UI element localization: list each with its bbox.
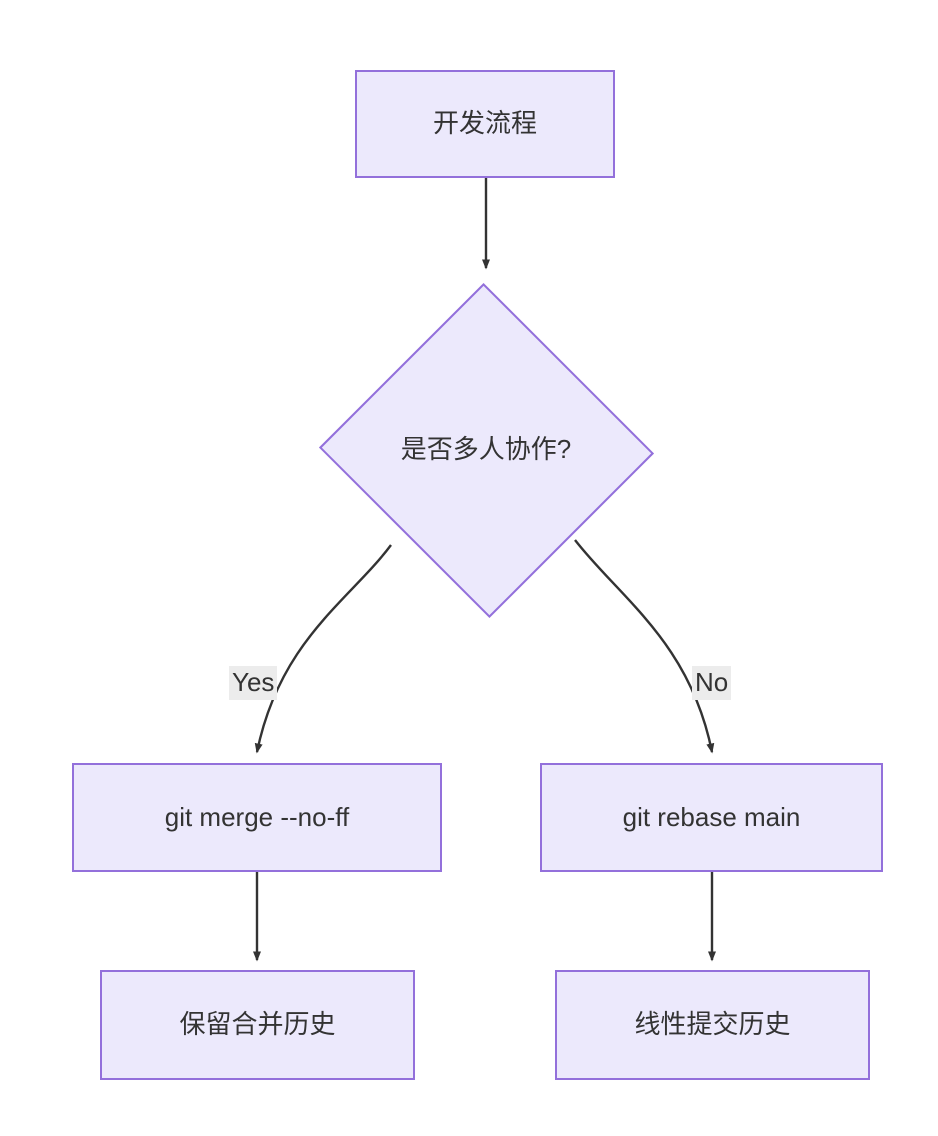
node-start[interactable]: 开发流程	[355, 70, 615, 178]
node-keep-merge-history[interactable]: 保留合并历史	[100, 970, 415, 1080]
node-git-merge[interactable]: git merge --no-ff	[72, 763, 442, 872]
node-linear-history-label: 线性提交历史	[634, 1009, 791, 1040]
node-git-rebase-label: git rebase main	[622, 801, 801, 832]
edge-label-no: No	[692, 666, 732, 700]
node-git-rebase[interactable]: git rebase main	[540, 763, 883, 872]
edge-label-yes: Yes	[229, 666, 278, 700]
node-start-label: 开发流程	[432, 108, 537, 139]
node-git-merge-label: git merge --no-ff	[164, 801, 350, 832]
node-keep-merge-history-label: 保留合并历史	[179, 1009, 336, 1040]
node-decision[interactable]: 是否多人协作?	[315, 282, 657, 618]
node-linear-history[interactable]: 线性提交历史	[555, 970, 870, 1080]
node-decision-label: 是否多人协作?	[400, 434, 572, 465]
